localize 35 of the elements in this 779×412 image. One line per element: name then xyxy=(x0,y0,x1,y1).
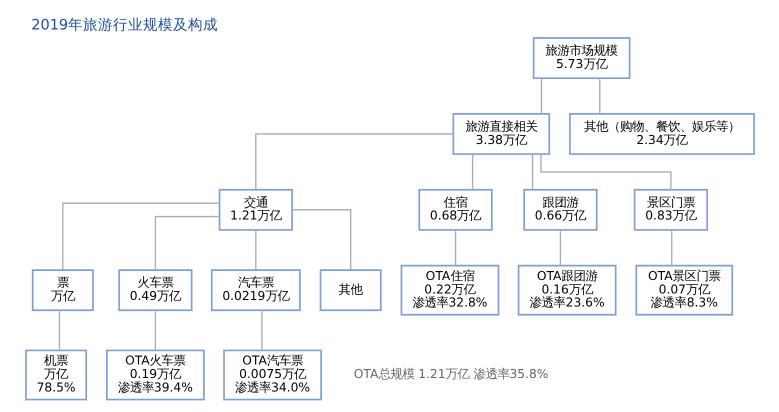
connector xyxy=(454,230,456,266)
node-box: 票 万亿 xyxy=(31,268,94,311)
connector xyxy=(531,154,533,189)
node-box: 其他 xyxy=(319,268,382,311)
connector xyxy=(540,78,542,114)
connector xyxy=(254,132,453,190)
connector xyxy=(260,310,262,350)
node-box: 旅游直接相关 3.38万亿 xyxy=(452,112,550,154)
node-box: 旅游市场规模 5.73万亿 xyxy=(532,36,630,79)
node-box: 其他（购物、餐饮、娱乐等） 2.34万亿 xyxy=(568,112,754,154)
node-box: OTA跟团游 0.16万亿 渗透率23.6% xyxy=(517,264,616,316)
node-box: OTA火车票 0.19万亿 渗透率39.4% xyxy=(106,349,204,400)
node-box: OTA住宿 0.22万亿 渗透率32.8% xyxy=(400,264,499,316)
connector xyxy=(58,310,60,350)
node-box: 火车票 0.49万亿 xyxy=(118,268,192,311)
connector xyxy=(540,154,672,190)
node-box: 住宿 0.68万亿 xyxy=(418,188,492,230)
connector xyxy=(670,230,672,266)
label: OTA总规模 1.21万亿 渗透率35.8% xyxy=(353,366,548,381)
connector xyxy=(559,230,561,266)
connector xyxy=(292,208,351,270)
connector xyxy=(154,310,156,350)
diagram-title: 2019年旅游行业规模及构成 xyxy=(30,17,218,34)
connector xyxy=(598,78,600,114)
node-box: 机票 万亿 78.5% xyxy=(24,349,87,400)
node-box: OTA汽车票 0.0075万亿 渗透率34.0% xyxy=(222,349,322,400)
node-box: 景区门票 0.83万亿 xyxy=(633,188,708,230)
node-box: 汽车票 0.0219万亿 xyxy=(210,268,300,311)
connector xyxy=(62,202,220,270)
connector xyxy=(254,230,256,270)
node-box: OTA景区门票 0.07万亿 渗透率8.3% xyxy=(634,264,733,316)
node-box: 跟团游 0.66万亿 xyxy=(522,188,598,230)
node-box: 交通 1.21万亿 xyxy=(218,188,292,230)
connector xyxy=(471,154,473,189)
connector xyxy=(154,215,219,270)
